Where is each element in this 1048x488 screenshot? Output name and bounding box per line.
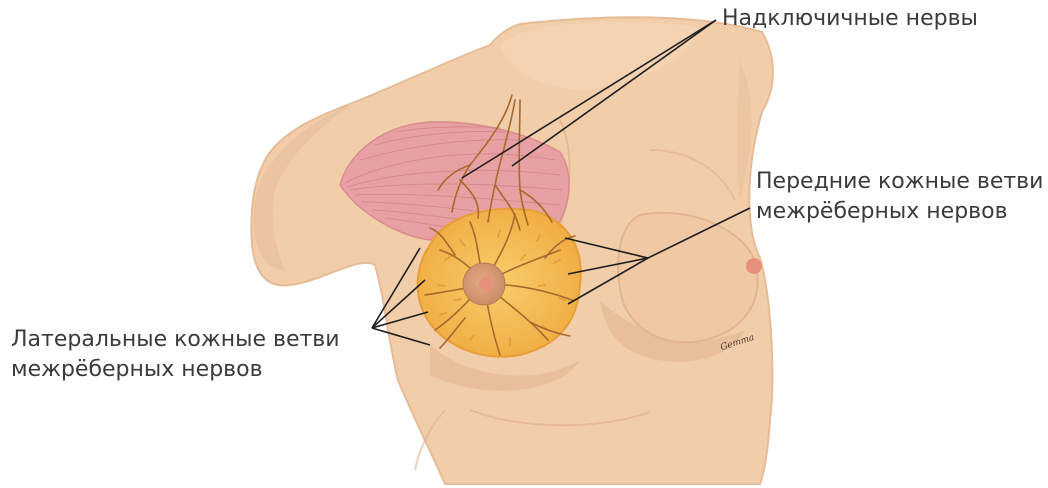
label-anterior-line2: межрёберных нервов <box>756 197 1043 227</box>
label-anterior-cutaneous-branches: Передние кожные ветви межрёберных нервов <box>756 167 1043 227</box>
mammary-gland <box>418 209 581 357</box>
label-supraclavicular-text: Надключичные нервы <box>722 4 978 34</box>
label-lateral-line2: межрёберных нервов <box>11 355 340 385</box>
label-anterior-line1: Передние кожные ветви <box>756 167 1043 197</box>
right-nipple <box>746 258 762 274</box>
label-lateral-line1: Латеральные кожные ветви <box>11 325 340 355</box>
nipple <box>479 277 493 291</box>
label-lateral-cutaneous-branches: Латеральные кожные ветви межрёберных нер… <box>11 325 340 385</box>
label-supraclavicular-nerves: Надключичные нервы <box>722 4 978 34</box>
